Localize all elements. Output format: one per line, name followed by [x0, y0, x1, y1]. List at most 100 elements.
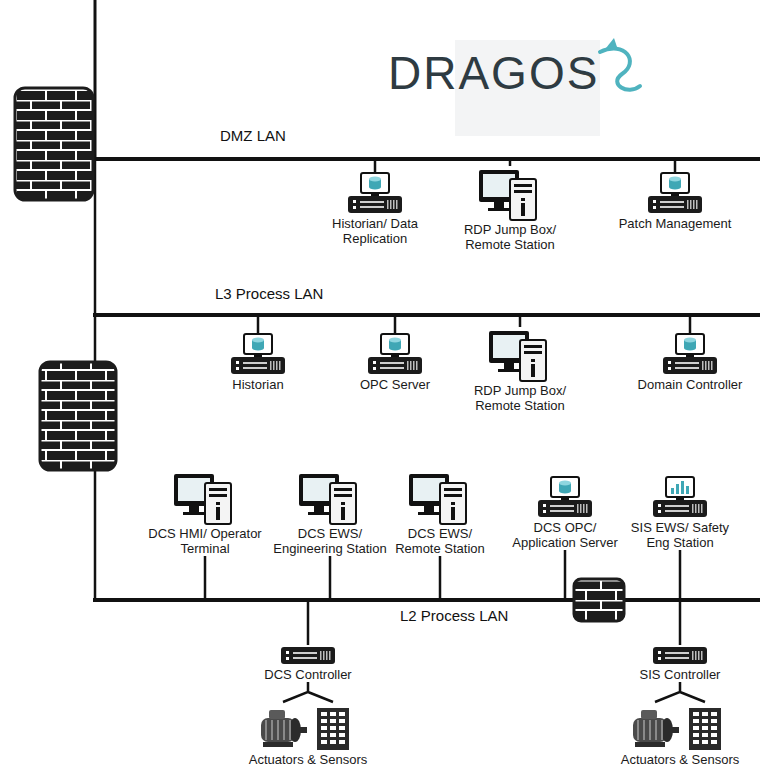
icon-part — [286, 651, 289, 654]
icon-part — [361, 173, 389, 193]
icon-part — [348, 196, 402, 213]
icon-part — [711, 712, 717, 716]
icon-part — [323, 651, 325, 660]
icon-part — [269, 710, 285, 719]
network-link — [509, 161, 512, 166]
workstation-icon — [298, 470, 362, 526]
device-label: RDP Jump Box/ Remote Station — [458, 383, 582, 413]
icon-part — [387, 200, 389, 209]
icon-part — [396, 200, 398, 209]
icon-part — [702, 712, 708, 716]
icon-part — [341, 507, 345, 520]
icon-part — [174, 474, 214, 506]
network-device: Actuators & Sensors — [615, 702, 745, 767]
icon-part — [299, 474, 339, 506]
icon-part — [339, 733, 345, 737]
network-label: L2 Process LAN — [400, 607, 508, 625]
icon-part — [687, 200, 689, 209]
icon-part — [643, 720, 645, 740]
icon-part — [279, 361, 281, 370]
icon-part — [444, 494, 462, 497]
icon-part — [686, 354, 694, 357]
icon-part — [444, 488, 462, 491]
icon-part — [271, 720, 273, 740]
icon-part — [698, 504, 700, 513]
network-link — [283, 682, 333, 702]
icon-part — [389, 340, 401, 348]
icon-part — [479, 170, 519, 202]
icon-part — [669, 177, 681, 182]
icon-part — [341, 502, 345, 505]
controller-icon — [278, 645, 338, 667]
icon-part — [711, 733, 717, 737]
icon-part — [320, 651, 322, 660]
server-icon — [345, 172, 405, 216]
icon-part — [393, 200, 395, 209]
icon-part — [334, 494, 352, 497]
icon-part — [330, 712, 336, 716]
icon-part — [668, 361, 671, 364]
icon-part — [676, 334, 704, 354]
device-label: OPC Server — [340, 377, 450, 392]
icon-part — [693, 719, 699, 723]
icon-part — [380, 367, 404, 369]
network-link — [257, 317, 260, 333]
icon-part — [369, 177, 381, 182]
icon-part — [265, 720, 267, 740]
icon-part — [410, 361, 412, 370]
icon-part — [321, 733, 327, 737]
network-link — [329, 556, 332, 598]
network-device: Historian — [203, 333, 313, 392]
icon-part — [498, 369, 520, 372]
icon-part — [330, 733, 336, 737]
icon-part — [381, 334, 409, 354]
icon-part — [524, 345, 542, 348]
network-label: L3 Process LAN — [215, 285, 323, 303]
icon-part — [653, 500, 707, 517]
icon-part — [330, 483, 356, 524]
icon-part — [314, 506, 324, 512]
icon-part — [334, 488, 352, 491]
icon-part — [702, 719, 708, 723]
network-link — [204, 556, 207, 598]
icon-part — [531, 364, 535, 377]
icon-part — [391, 354, 399, 357]
icon-part — [669, 179, 681, 187]
network-device: OPC Server — [340, 333, 450, 392]
icon-part — [270, 361, 272, 370]
icon-part — [559, 481, 571, 486]
icon-part — [209, 494, 227, 497]
icon-part — [671, 488, 674, 494]
dragon-head — [606, 38, 618, 50]
icon-part — [390, 200, 392, 209]
device-label: Actuators & Sensors — [615, 752, 745, 767]
icon-part — [216, 507, 220, 520]
firewall-icon — [40, 362, 116, 470]
icon-part — [698, 651, 700, 660]
icon-part — [635, 742, 665, 747]
network-device: SIS Controller — [620, 645, 740, 682]
icon-part — [690, 200, 692, 209]
network-device: Historian/ Data Replication — [310, 172, 440, 246]
icon-part — [701, 504, 703, 513]
icon-part — [521, 203, 525, 216]
icon-part — [369, 179, 381, 187]
icon-part — [369, 185, 381, 190]
icon-part — [329, 651, 331, 660]
icon-part — [653, 206, 656, 209]
icon-part — [353, 200, 356, 203]
device-label: Patch Management — [610, 216, 740, 231]
icon-part — [389, 338, 401, 343]
icon-part — [675, 362, 699, 364]
icon-part — [330, 726, 336, 730]
icon-part — [317, 708, 349, 750]
network-device: Domain Controller — [625, 333, 755, 392]
icon-part — [653, 647, 707, 664]
network-bus: L2 Process LAN — [93, 598, 760, 602]
icon-part — [178, 478, 210, 501]
icon-part — [303, 478, 335, 501]
device-label: DCS OPC/ Application Server — [509, 520, 621, 550]
device-label: DCS EWS/ Engineering Station — [272, 526, 388, 556]
icon-part — [189, 506, 199, 512]
icon-part — [286, 657, 289, 660]
